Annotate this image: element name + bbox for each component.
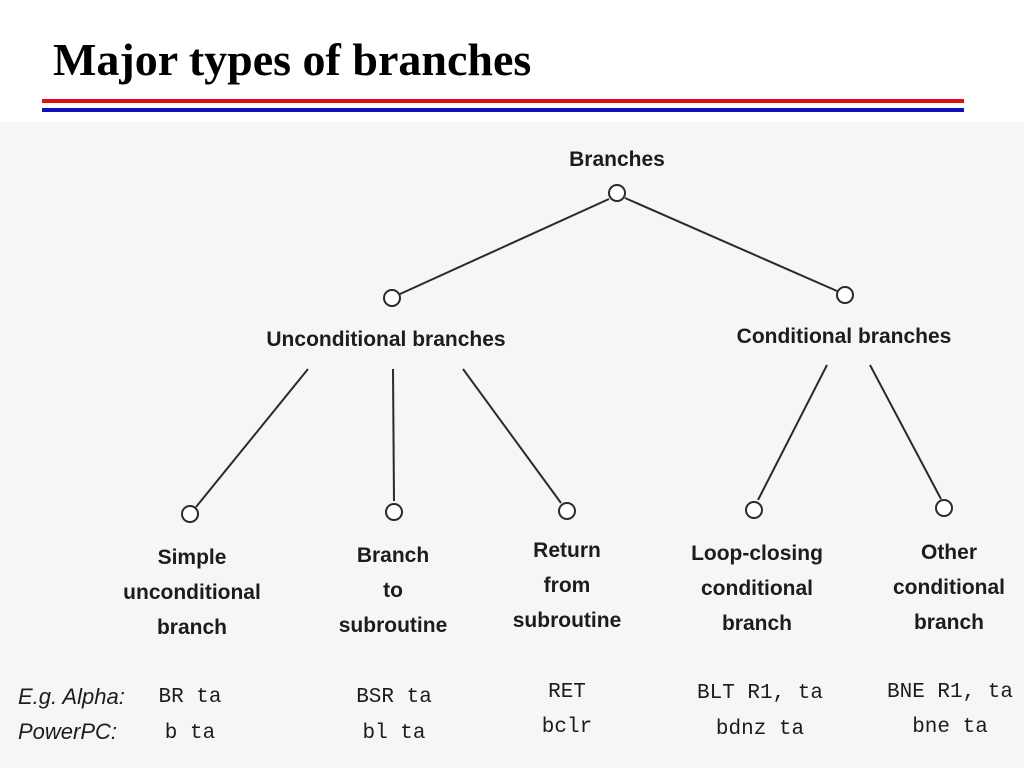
- edge-unconditional-simple: [195, 368, 309, 508]
- node-return-circle: [558, 502, 576, 520]
- leaf-loop-label: Loop-closing conditional branch: [691, 542, 823, 635]
- node-conditional-label: Conditional branches: [736, 325, 952, 348]
- node-root-circle: [608, 184, 626, 202]
- node-unconditional-circle: [383, 289, 401, 307]
- edge-conditional-loop: [757, 364, 828, 501]
- slide-title: Major types of branches: [53, 34, 532, 85]
- powerpc-code-other: bne ta: [912, 716, 988, 739]
- edge-root-unconditional: [399, 198, 610, 295]
- node-conditional-circle: [836, 286, 854, 304]
- node-subroutine-circle: [385, 503, 403, 521]
- alpha-code-loop: BLT R1, ta: [696, 682, 824, 705]
- alpha-code-return: RET: [548, 681, 586, 704]
- node-unconditional-label: Unconditional branches: [266, 328, 506, 351]
- edge-unconditional-return: [462, 368, 562, 504]
- diagram-panel: [0, 122, 1024, 768]
- powerpc-code-loop: bdnz ta: [715, 718, 805, 741]
- edge-root-conditional: [624, 197, 838, 292]
- powerpc-code-return: bclr: [541, 716, 593, 739]
- alpha-code-other: BNE R1, ta: [886, 681, 1014, 704]
- alpha-code-subroutine: BSR ta: [356, 686, 432, 709]
- title-rule-blue: [42, 108, 964, 112]
- node-other-circle: [935, 499, 953, 517]
- powerpc-row-label: PowerPC:: [18, 719, 118, 744]
- powerpc-code-subroutine: bl ta: [362, 722, 426, 745]
- edge-conditional-other: [869, 364, 942, 500]
- leaf-simple-label: Simple unconditional branch: [123, 546, 261, 639]
- leaf-subroutine-label: Branch to subroutine: [338, 544, 448, 637]
- leaf-return-label: Return from subroutine: [512, 539, 622, 632]
- node-root-label: Branches: [569, 148, 665, 171]
- powerpc-code-simple: b ta: [164, 722, 216, 745]
- edge-unconditional-subroutine: [392, 368, 395, 502]
- node-loop-circle: [745, 501, 763, 519]
- leaf-other-label: Other conditional branch: [893, 541, 1005, 634]
- alpha-code-simple: BR ta: [158, 686, 222, 709]
- node-simple-circle: [181, 505, 199, 523]
- title-rule-red: [42, 99, 964, 103]
- alpha-row-label: E.g. Alpha:: [18, 684, 125, 709]
